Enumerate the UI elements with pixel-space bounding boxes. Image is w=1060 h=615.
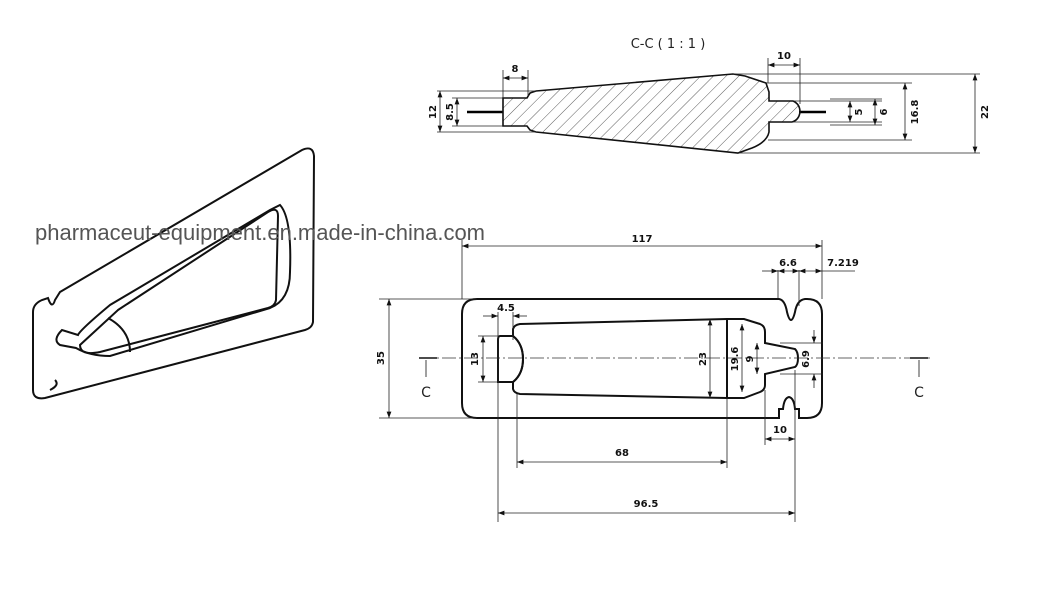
section-mark-c-right: C — [914, 385, 924, 401]
dim-23: 23 — [698, 352, 709, 366]
dim-12: 12 — [428, 105, 439, 119]
dim-19-6: 19.6 — [730, 347, 741, 372]
dim-9: 9 — [745, 355, 756, 362]
section-mark-c-left: C — [421, 385, 431, 401]
isometric-blister-view — [32, 147, 316, 400]
watermark-text: pharmaceut-equipment.en.made-in-china.co… — [35, 220, 485, 245]
dim-6-6: 6.6 — [779, 258, 797, 269]
dim-8-5: 8.5 — [445, 103, 456, 121]
dim-10-top: 10 — [777, 51, 791, 62]
dim-6: 6 — [879, 108, 890, 115]
plan-view: C C — [376, 234, 930, 522]
dim-96-5: 96.5 — [634, 499, 659, 510]
dim-16-8: 16.8 — [910, 100, 921, 125]
section-marker-left: C — [419, 357, 437, 401]
dim-68: 68 — [615, 448, 629, 459]
dim-22: 22 — [980, 105, 991, 119]
dim-4-5: 4.5 — [497, 303, 515, 314]
dim-10-bottom: 10 — [773, 425, 787, 436]
dim-13: 13 — [470, 352, 481, 366]
section-view-cc: C-C ( 1 : 1 ) 8 10 12 8.5 5 — [428, 37, 991, 154]
section-title: C-C ( 1 : 1 ) — [631, 37, 706, 52]
section-marker-right: C — [910, 357, 928, 401]
dim-6-9: 6.9 — [801, 350, 812, 368]
dim-7-219: 7.219 — [827, 258, 859, 269]
dim-8: 8 — [512, 64, 519, 75]
section-profile — [502, 73, 801, 154]
blister-outline — [461, 298, 823, 419]
dim-117: 117 — [632, 234, 653, 245]
dim-35: 35 — [376, 351, 387, 365]
dim-5: 5 — [854, 108, 865, 115]
